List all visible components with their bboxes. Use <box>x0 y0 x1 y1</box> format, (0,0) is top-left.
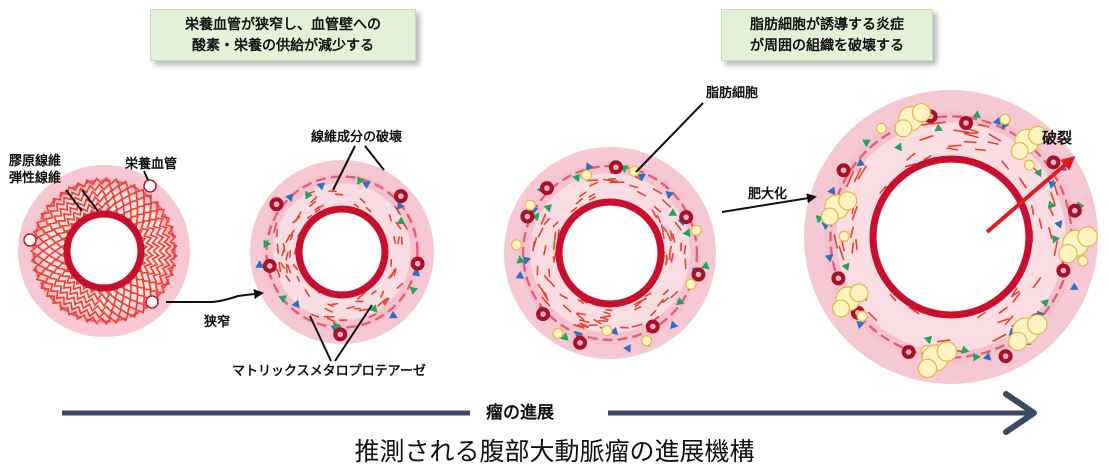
leader-adipocyte <box>635 102 704 173</box>
label-collagen: 膠原線維 <box>9 154 62 169</box>
label-fiber-destruction: 線維成分の破壊 <box>311 130 403 145</box>
leader-mmp-left <box>309 315 332 362</box>
label-elastic: 弾性線維 <box>9 171 62 186</box>
leader-collagen <box>65 189 83 212</box>
vessel-stenosis <box>250 160 434 344</box>
vasa-vasorum-icon <box>23 233 37 247</box>
leader-fiber-right <box>364 145 385 171</box>
label-mmp: マトリックスメタロプロテアーゼ <box>232 364 426 379</box>
callout-right-line1: 脂肪細胞が誘導する炎症 <box>750 17 904 33</box>
figure-caption: 推測される腹部大動脈瘤の進展機構 <box>354 437 755 466</box>
leader-fiber-left <box>332 145 356 191</box>
callout-right-line2: が周囲の組織を破壊する <box>750 38 904 54</box>
leader-elastic <box>81 189 99 212</box>
hypertrophy-arrow <box>721 193 817 213</box>
callout-left-line1: 栄養血管が狭窄し、血管壁への <box>185 17 381 33</box>
vasa-vasorum-icon <box>145 295 159 309</box>
rupture-arrow <box>985 156 1076 234</box>
vessel-aneurysm <box>804 90 1098 384</box>
timeline-label: 瘤の進展 <box>478 398 562 423</box>
label-vasa-vasorum: 栄養血管 <box>125 157 178 172</box>
stenosis-arrow <box>166 289 264 303</box>
vasa-vasorum-icon <box>143 179 157 193</box>
label-stenosis: 狭窄 <box>204 315 231 330</box>
leader-mmp-right <box>334 304 373 362</box>
callout-left: 栄養血管が狭窄し、血管壁への 酸素・栄養の供給が減少する <box>150 9 416 61</box>
callout-left-line2: 酸素・栄養の供給が減少する <box>192 38 374 54</box>
vessel-normal <box>18 165 190 337</box>
label-adipocyte: 脂肪細胞 <box>706 86 759 101</box>
label-hypertrophy: 肥大化 <box>748 187 788 202</box>
callout-right: 脂肪細胞が誘導する炎症 が周囲の組織を破壊する <box>721 9 933 61</box>
label-rupture: 破裂 <box>1042 129 1073 147</box>
timeline-arrow <box>62 391 1037 435</box>
vessel-adipocyte <box>504 147 716 359</box>
leader-vasa-vasorum <box>143 170 149 181</box>
fiber-type-labels: 膠原線維 弾性線維 <box>9 153 61 187</box>
